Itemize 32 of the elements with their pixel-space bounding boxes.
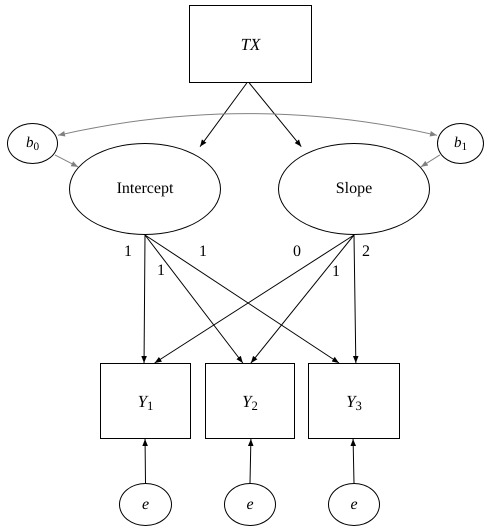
variable-label: e bbox=[142, 496, 150, 512]
latent-variable-ellipse bbox=[119, 483, 172, 526]
arrow bbox=[352, 234, 359, 364]
arrow bbox=[248, 82, 302, 148]
variable-label: TX bbox=[240, 36, 260, 52]
variable-label: e bbox=[350, 496, 358, 512]
arrow bbox=[248, 438, 254, 484]
arrow bbox=[350, 438, 356, 484]
observed-variable-box bbox=[100, 363, 191, 439]
variable-label: e bbox=[246, 496, 254, 512]
observed-variable-box bbox=[205, 363, 295, 439]
variable-label: Y$_{2}$ bbox=[242, 392, 258, 410]
variable-label: b$_{1}$ bbox=[454, 136, 468, 151]
observed-variable-box bbox=[189, 5, 312, 83]
latent-variable-ellipse bbox=[224, 483, 276, 526]
arrow bbox=[54, 154, 79, 168]
variable-label: b$_{0}$ bbox=[26, 136, 40, 151]
observed-variable-box bbox=[308, 363, 400, 439]
arrow bbox=[420, 154, 440, 168]
variable-label: Intercept bbox=[116, 181, 174, 197]
arrow bbox=[144, 234, 244, 364]
variable-label: Y$_{3}$ bbox=[346, 392, 362, 410]
variable-label: Y$_{1}$ bbox=[138, 392, 154, 410]
latent-variable-ellipse bbox=[437, 123, 484, 164]
latent-variable-ellipse bbox=[328, 483, 380, 526]
arrow bbox=[141, 234, 147, 364]
arrow bbox=[200, 82, 248, 148]
arrow bbox=[58, 113, 438, 137]
arrow bbox=[250, 234, 354, 364]
arrow bbox=[142, 438, 148, 484]
variable-label: Slope bbox=[336, 181, 372, 197]
latent-variable-ellipse bbox=[7, 123, 58, 164]
